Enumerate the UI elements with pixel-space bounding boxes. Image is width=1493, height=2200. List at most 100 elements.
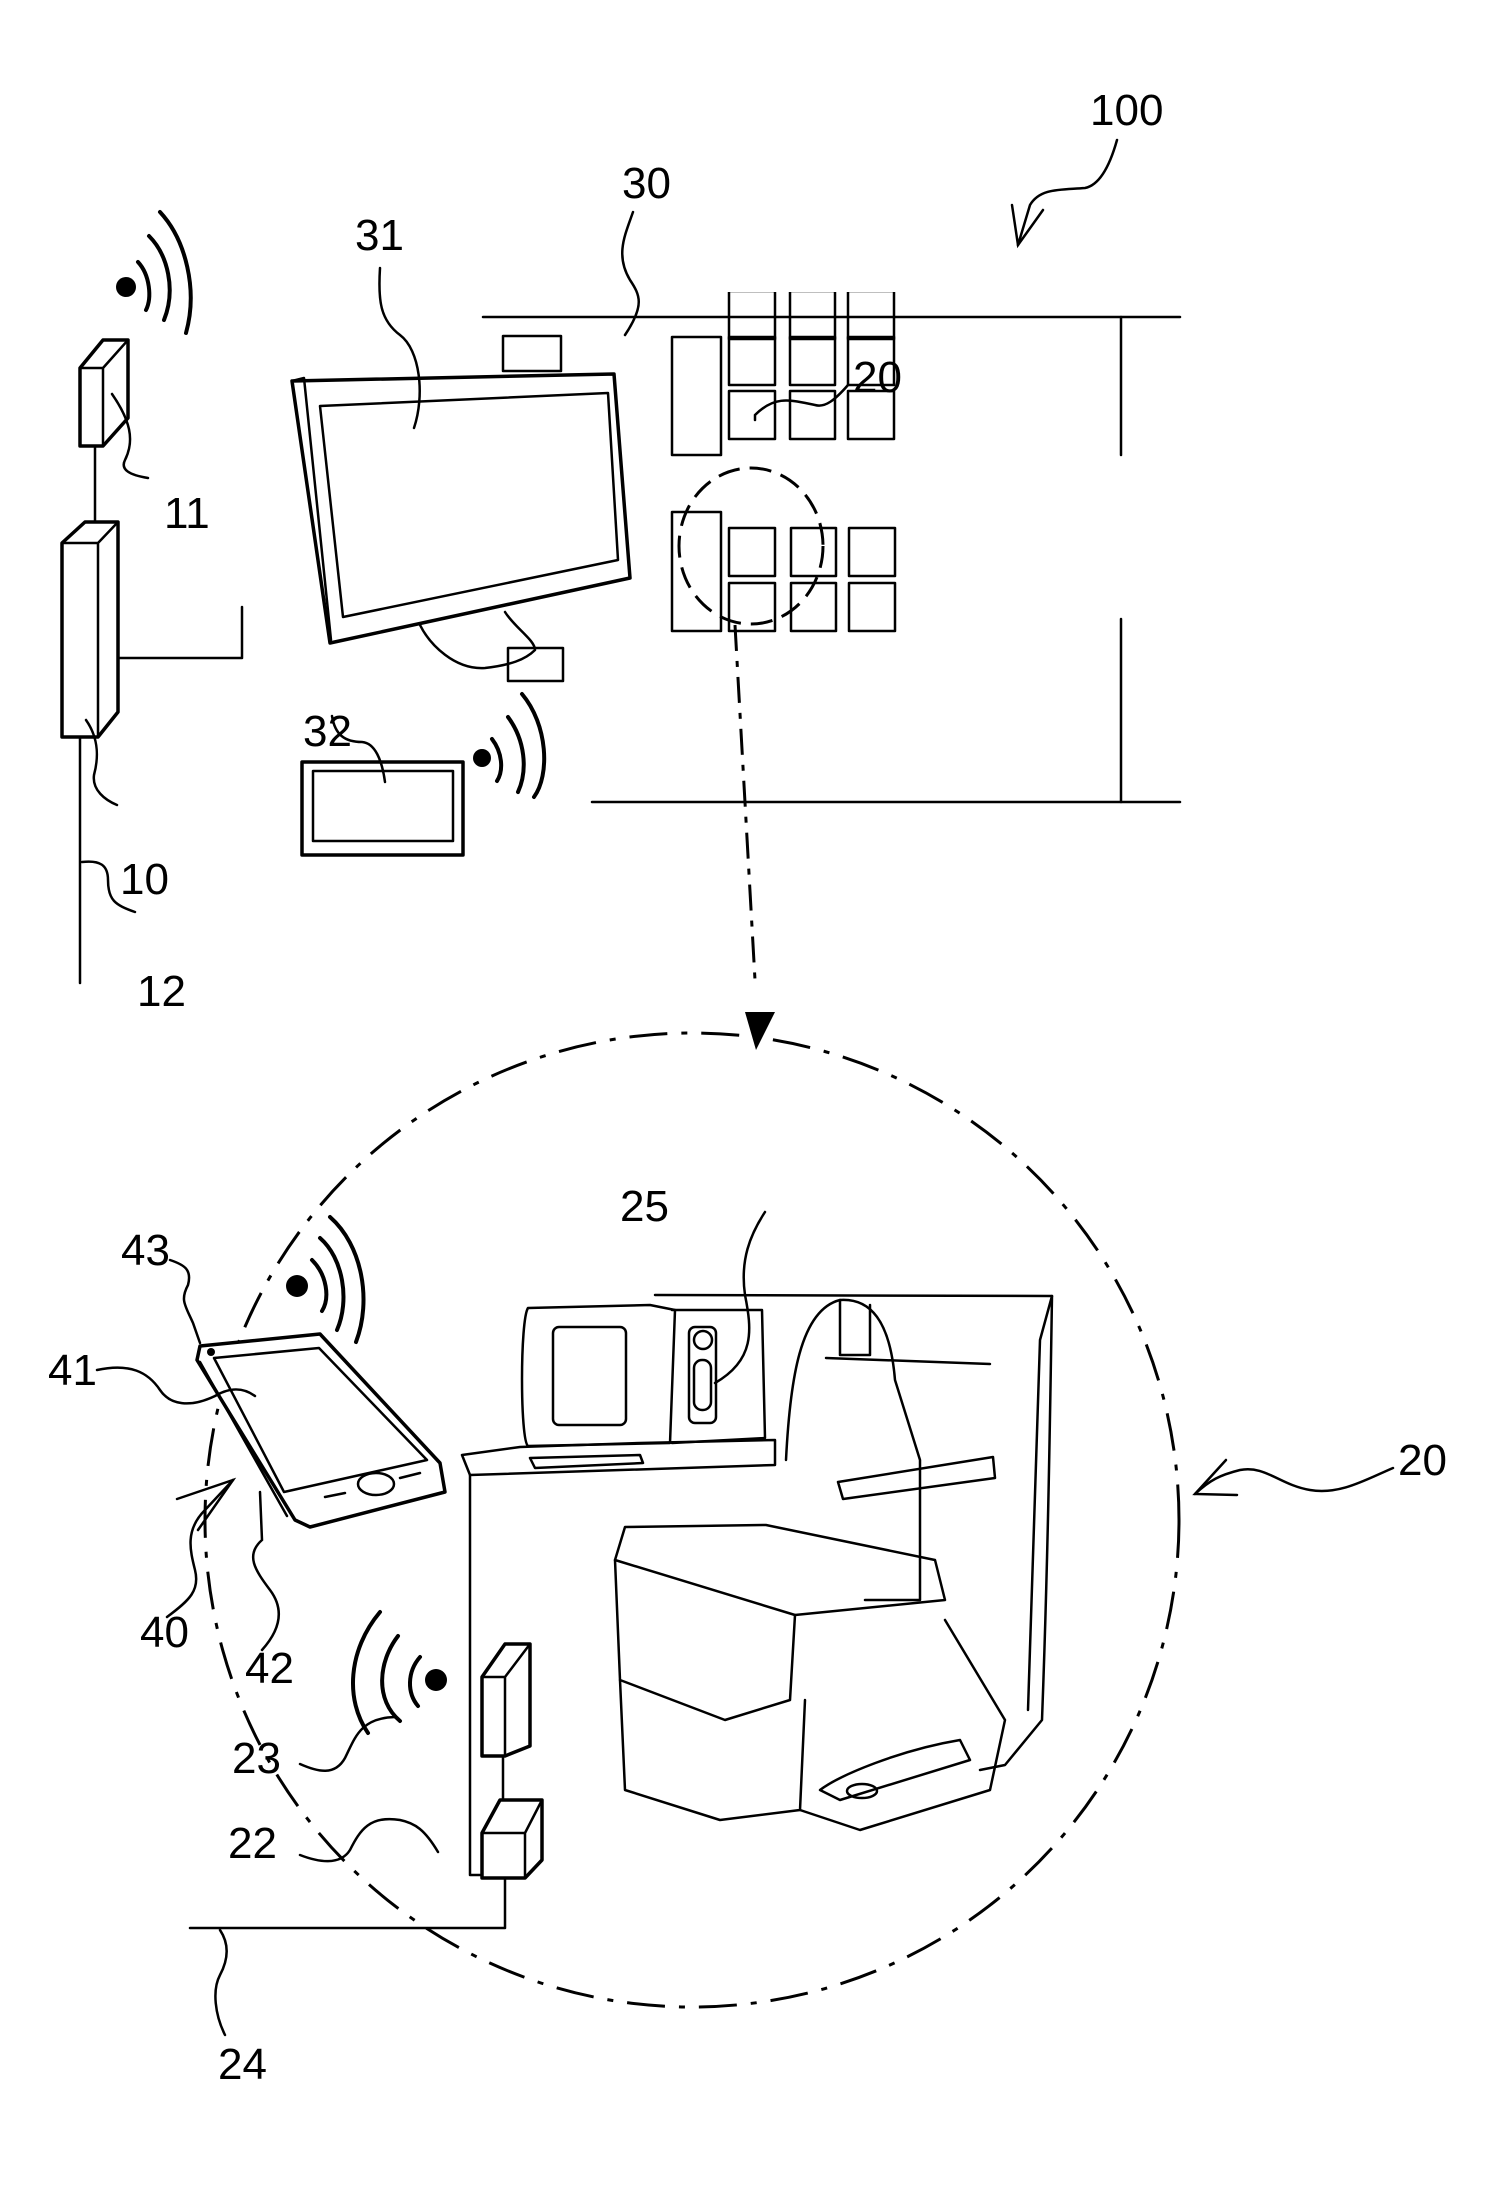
phone-sensor: [207, 1348, 215, 1356]
arrow-head-icon: [175, 1477, 237, 1532]
seat-footrest: [618, 1678, 807, 1822]
seat-headrest: [838, 1298, 872, 1357]
small-block: [501, 334, 563, 373]
projection-line: [733, 624, 757, 981]
seat: [727, 581, 777, 633]
leader-11: [110, 392, 150, 480]
seat: [847, 526, 897, 578]
leader-22: [298, 1817, 440, 1863]
galley-block-top: [670, 335, 723, 457]
label-42: 42: [245, 1644, 294, 1693]
leader-41: [95, 1366, 257, 1405]
wifi-wave-icon: [520, 692, 547, 799]
seat-cushion: [613, 1523, 947, 1617]
label-43: 43: [121, 1226, 170, 1275]
monitor-frame: [290, 372, 632, 645]
seat-grid-rows-1-2: [727, 335, 896, 441]
monitor-bezel-edge: [290, 376, 333, 642]
wifi-wave-icon: [506, 715, 526, 794]
system-leader-arrow: [1016, 138, 1119, 247]
crew-tablet-32: 32: [300, 692, 547, 857]
leader-24: [214, 1928, 228, 2037]
seat: [727, 335, 777, 387]
wifi-wave-icon: [158, 210, 193, 335]
phone-edge: [198, 1360, 289, 1518]
seat-line-24: [188, 1876, 507, 1930]
wifi-wave-icon: [351, 1610, 382, 1735]
seat-electronics: 23 22 24: [188, 1610, 544, 2089]
leader-20-detail: [1193, 1466, 1395, 1496]
wireless-source-icon: [286, 1275, 308, 1297]
monitor-connection-line: [116, 605, 244, 660]
mask: [636, 333, 694, 459]
label-11: 11: [164, 489, 210, 538]
seat: [788, 289, 837, 341]
label-40: 40: [140, 1608, 189, 1657]
remote-holder: [670, 1308, 767, 1445]
wifi-wave-icon: [328, 1215, 366, 1344]
arrow-head-icon: [1192, 1458, 1239, 1497]
system-reference: 100: [1010, 86, 1163, 249]
leader-30: [621, 210, 640, 337]
leader-20-top: [753, 383, 850, 422]
label-41: 41: [48, 1346, 97, 1395]
leader-43: [168, 1258, 202, 1345]
seat: [788, 389, 837, 441]
seat-zone-highlight: 20: [677, 353, 902, 626]
seat: [727, 289, 777, 341]
monitor-stand: [418, 610, 537, 670]
label-30: 30: [622, 159, 671, 208]
label-20-top: 20: [853, 353, 902, 402]
remote-pad: [692, 1358, 713, 1412]
mask: [636, 508, 694, 635]
mask: [636, 233, 702, 275]
seat: [727, 389, 777, 441]
leader-42: [251, 1490, 281, 1652]
wireless-source-icon: [473, 749, 491, 767]
console-vent: [528, 1453, 645, 1470]
mobile-device-40: 43 41 40 42: [48, 1215, 447, 1693]
seat: [789, 526, 838, 578]
seat: [788, 335, 837, 387]
central-unit-box: [60, 520, 120, 739]
wireless-source-icon: [425, 1669, 447, 1691]
label-24: 24: [218, 2040, 267, 2089]
seat: [846, 389, 896, 441]
wifi-wave-icon: [380, 1634, 402, 1723]
seat-unit-box-22: [480, 1798, 544, 1880]
leader-32: [330, 714, 387, 784]
phone-screen: [212, 1346, 429, 1494]
seat-detail: 25: [460, 1182, 1054, 1877]
tablet-frame: [300, 760, 465, 857]
phone-key: [323, 1491, 347, 1499]
galley-block-bottom: [670, 510, 723, 633]
phone-key: [398, 1471, 422, 1480]
leader-25: [713, 1210, 767, 1385]
leader-23: [298, 1715, 397, 1772]
leader-40: [165, 1478, 235, 1619]
seat-armrest: [836, 1455, 997, 1501]
wireless-source-icon: [116, 277, 136, 297]
label-31: 31: [355, 211, 404, 260]
small-block-2: [506, 646, 565, 683]
remote-button: [692, 1329, 714, 1351]
phone-home-button: [356, 1471, 396, 1497]
access-point-11: 11: [78, 210, 210, 538]
seat-back-edge: [1026, 1294, 1054, 1712]
label-23: 23: [232, 1734, 281, 1783]
wifi-wave-icon: [147, 234, 172, 322]
label-12: 12: [137, 967, 186, 1016]
seat-highlighted: [727, 526, 777, 578]
seat-base: [613, 1558, 797, 1722]
leader-31: [378, 266, 421, 430]
monitor-screen: [318, 391, 620, 619]
box-edges: [480, 1642, 532, 1758]
wifi-wave-icon: [490, 737, 504, 783]
leader-12: [80, 860, 137, 914]
remote-control: [687, 1325, 718, 1425]
seat-zone-detail: 20: [203, 1031, 1447, 2009]
arrow-head-icon: [1010, 203, 1045, 249]
seat-cup: [845, 1782, 879, 1800]
seat-strap: [824, 1356, 992, 1366]
